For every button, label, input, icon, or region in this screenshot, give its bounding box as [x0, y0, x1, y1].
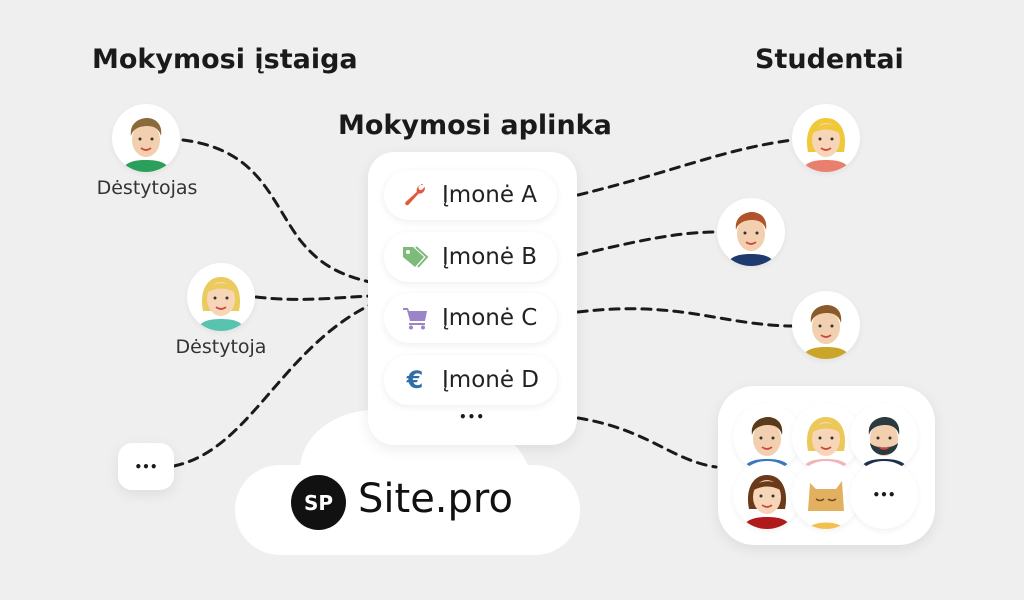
student-avatar — [717, 198, 785, 266]
cloud-part — [420, 430, 530, 530]
teacher-label: Dėstytojas — [96, 177, 198, 199]
students-heading: Studentai — [755, 44, 904, 75]
company-label: Įmonė A — [442, 182, 538, 208]
tag-icon — [400, 245, 430, 269]
connector — [172, 303, 372, 468]
institution-heading: Mokymosi įstaiga — [92, 44, 358, 75]
teacher-avatar-female — [187, 263, 255, 331]
sitepro-logo: SP — [291, 475, 346, 530]
connector — [181, 138, 372, 284]
connector — [576, 138, 794, 197]
more-students-button[interactable]: ••• — [850, 461, 918, 529]
more-teachers-button[interactable]: ••• — [118, 443, 174, 490]
cart-icon — [400, 306, 430, 330]
company-item[interactable]: Įmonė C — [384, 293, 557, 343]
euro-icon: € — [406, 365, 424, 394]
teacher-avatar-male — [112, 104, 180, 172]
company-label: Įmonė B — [442, 243, 538, 270]
company-label: Įmonė C — [442, 305, 538, 331]
student-avatar — [850, 403, 918, 471]
connector — [254, 294, 372, 301]
student-group: ••• — [718, 386, 935, 545]
cat-avatar — [792, 461, 860, 529]
wrench-icon — [400, 182, 430, 208]
connector — [576, 307, 794, 328]
company-item[interactable]: Įmonė B — [384, 231, 557, 282]
connector — [576, 416, 718, 469]
student-avatar — [792, 104, 860, 172]
company-item[interactable]: € Įmonė D — [384, 354, 557, 405]
company-item[interactable]: Įmonė A — [384, 170, 557, 220]
student-avatar — [792, 291, 860, 359]
more-companies[interactable]: ••• — [458, 410, 486, 424]
learning-environment-panel: Įmonė A Įmonė B Įmonė C € Įmonė D ••• — [368, 152, 577, 445]
teacher-label: Dėstytoja — [175, 336, 267, 358]
student-avatar — [733, 461, 801, 529]
company-label: Įmonė D — [442, 366, 540, 393]
connector — [576, 230, 719, 257]
student-avatar — [733, 403, 801, 471]
environment-heading: Mokymosi aplinka — [338, 110, 612, 141]
brand-name: Site.pro — [358, 476, 513, 522]
